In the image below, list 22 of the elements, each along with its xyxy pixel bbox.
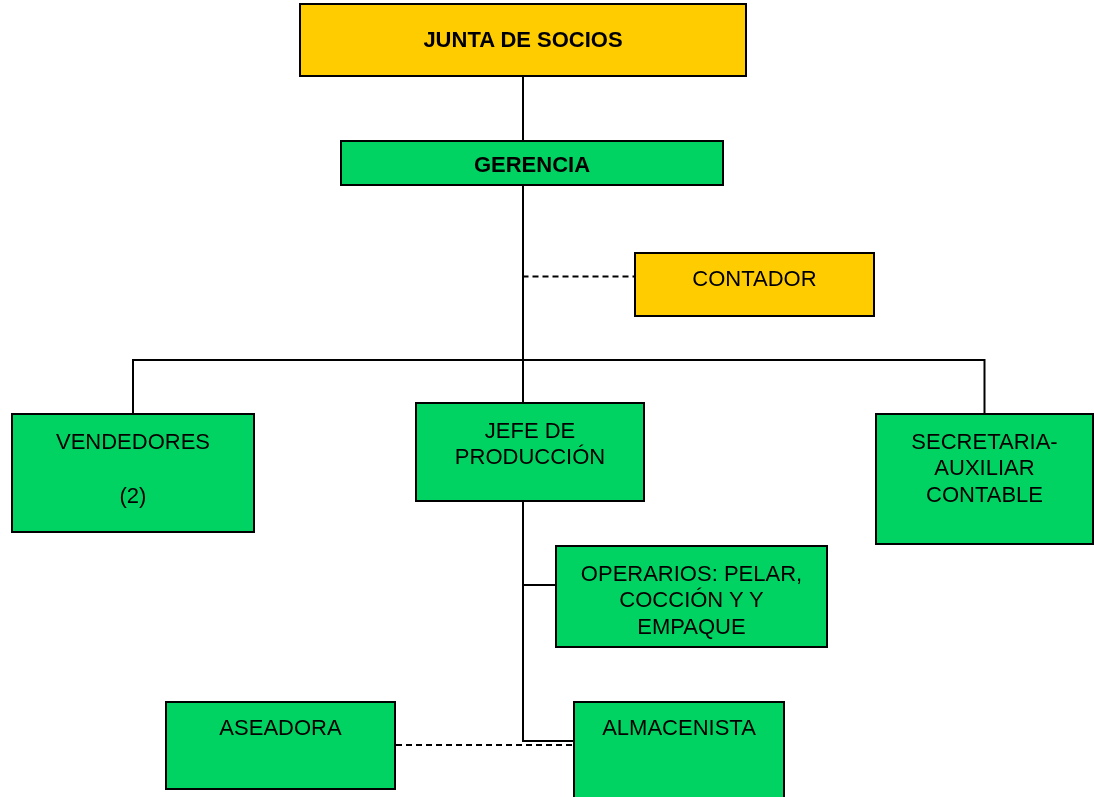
box-title: JUNTA DE SOCIOS xyxy=(422,27,624,54)
org-box xyxy=(340,140,724,186)
org-box xyxy=(573,701,785,797)
org-box xyxy=(875,413,1094,545)
box-title: VENDEDORES xyxy=(54,429,211,456)
box-title: ASEADORA xyxy=(218,715,343,742)
box-note: (2) xyxy=(118,483,148,510)
org-box xyxy=(165,701,396,790)
org-box xyxy=(11,413,255,533)
box-title: ALMACENISTA xyxy=(601,715,757,742)
connector-line xyxy=(522,76,524,141)
connector-line xyxy=(522,501,574,742)
box-title: JEFE DE PRODUCCIÓN xyxy=(453,418,607,471)
box-title: GERENCIA xyxy=(472,152,592,179)
box-title: SECRETARIA- AUXILIAR CONTABLE xyxy=(910,429,1059,509)
org-box xyxy=(555,545,828,648)
org-box xyxy=(415,402,645,502)
dashed-connector xyxy=(395,744,574,746)
box-title: OPERARIOS: PELAR, COCCIÓN Y Y EMPAQUE xyxy=(579,561,804,641)
box-title: CONTADOR xyxy=(691,266,818,293)
org-box xyxy=(634,252,875,317)
org-box xyxy=(299,3,747,77)
